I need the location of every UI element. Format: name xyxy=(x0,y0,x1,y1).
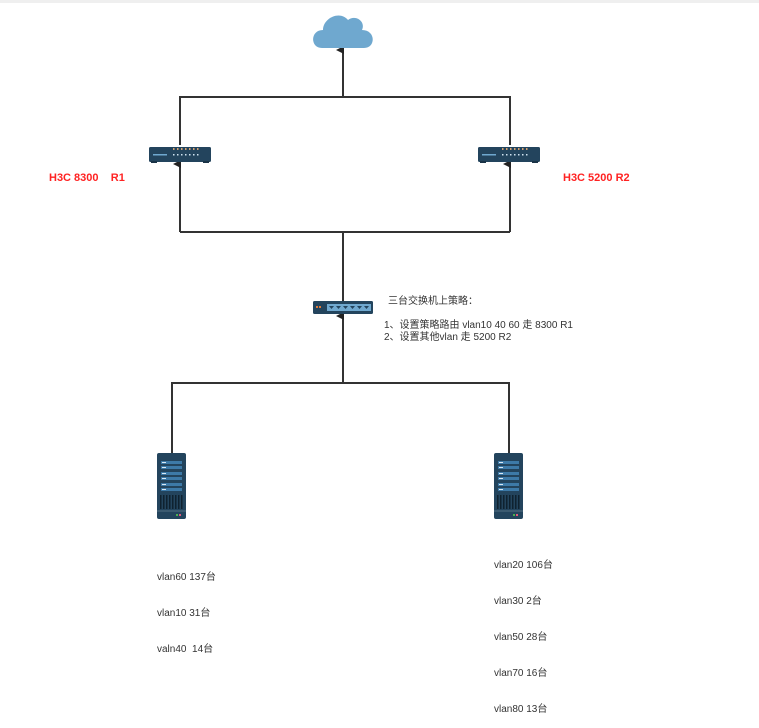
cloud-icon[interactable] xyxy=(313,15,373,48)
vlan-entry: vlan80 13台 xyxy=(494,704,548,715)
router-left-label: H3C 8300 R1 xyxy=(49,172,125,184)
connector-switch-to-routers xyxy=(173,160,511,301)
vlan-entry: vlan20 106台 xyxy=(494,560,553,571)
vlan-entry: vlan50 28台 xyxy=(494,632,548,643)
policy-title: 三台交换机上策略： xyxy=(388,296,478,307)
switch-icon[interactable] xyxy=(313,301,373,314)
server-icon[interactable] xyxy=(157,453,186,519)
server-right-vlan-list: vlan20 106台 vlan30 2台 vlan50 28台 vlan70 … xyxy=(494,536,553,728)
top-bar xyxy=(0,0,759,3)
server-icon[interactable] xyxy=(494,453,523,519)
vlan-entry: vlan10 31台 xyxy=(157,608,211,619)
connector-routers-to-cloud xyxy=(179,46,511,145)
policy-line-2: 2、设置其他vlan 走 5200 R2 xyxy=(384,332,512,343)
vlan-entry: valn40 14台 xyxy=(157,644,214,655)
vlan-entry: vlan70 16台 xyxy=(494,668,548,679)
router-icon[interactable] xyxy=(478,147,540,163)
router-right-label: H3C 5200 R2 xyxy=(563,172,630,184)
router-icon[interactable] xyxy=(149,147,211,163)
policy-line-1: 1、设置策略路由 vlan10 40 60 走 8300 R1 xyxy=(384,320,573,331)
server-left-vlan-list: vlan60 137台 vlan10 31台 valn40 14台 xyxy=(157,548,216,668)
network-diagram xyxy=(149,15,540,519)
connector-servers-to-switch xyxy=(171,312,510,453)
vlan-entry: vlan60 137台 xyxy=(157,572,216,583)
vlan-entry: vlan30 2台 xyxy=(494,596,542,607)
